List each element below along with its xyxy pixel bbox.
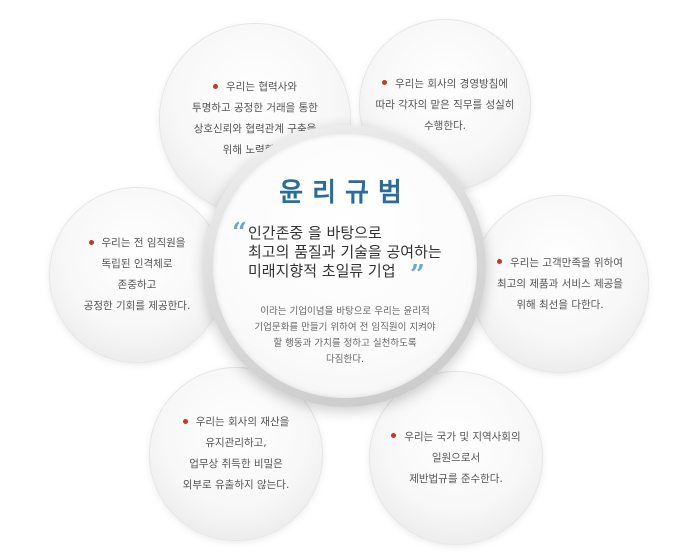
principle-circle-society: 우리는 국가 및 지역사회의 일원으로서 제반법규를 준수한다.	[370, 372, 542, 544]
principle-line: 우리는 회사의 경영방침에	[395, 77, 508, 90]
principle-line: 일원으로서	[431, 451, 481, 464]
principle-line: 우리는 회사의 재산을	[195, 416, 290, 428]
principle-circle-employees: 우리는 전 임직원을 독립된 인격체로 존중하고 공정한 기회를 제공한다.	[50, 188, 224, 362]
description-line: 기업문화를 만들기 위하여 전 임직원이 지켜야	[254, 322, 436, 333]
principle-circle-duty: 우리는 회사의 경영방침에 따라 각자의 맡은 직무를 성실히 수행한다.	[360, 20, 530, 190]
principle-line: 존중하고	[117, 279, 157, 291]
description-line: 이라는 기업이념을 바탕으로 우리는 윤리적	[260, 306, 430, 317]
principle-line: 업무상 취득한 비밀은	[189, 458, 283, 470]
motto-line: 인간존중 을 바탕으로	[248, 224, 382, 242]
bullet-icon	[497, 259, 503, 264]
open-quote-icon: “	[232, 218, 247, 248]
principle-line: 위해 최선을 다한다.	[516, 298, 604, 311]
description-line: 다짐한다.	[326, 354, 364, 365]
principle-line: 우리는 전 임직원을	[101, 237, 186, 249]
motto-line: 최고의 품질과 기술을 공여하는	[248, 243, 442, 261]
principle-text: 우리는 회사의 경영방침에 따라 각자의 맡은 직무를 성실히 수행한다.	[376, 74, 515, 137]
principle-line: 투명하고 공정한 거래을 통한	[192, 102, 318, 114]
principle-line: 독립된 인격체로	[101, 258, 173, 270]
principle-line: 수행한다.	[424, 119, 466, 132]
center-title: 윤리규범	[279, 178, 411, 208]
bullet-icon	[382, 80, 388, 85]
principle-line: 따라 각자의 맡은 직무를 성실히	[375, 98, 515, 111]
bullet-icon	[88, 239, 94, 245]
principle-line: 우리는 국가 및 지역사회의	[404, 430, 521, 443]
center-circle	[213, 134, 477, 398]
principle-line: 상호신뢰와 협력관계 구축을	[193, 123, 317, 135]
motto-line: 미래지향적 초일류 기업	[248, 262, 396, 280]
close-quote-icon: ”	[410, 260, 425, 290]
bullet-icon	[213, 83, 219, 89]
bullet-icon	[391, 433, 397, 438]
principle-line: 제반법규를 준수한다.	[409, 472, 503, 485]
principle-line: 외부로 유출하지 않는다.	[182, 479, 290, 491]
principle-line: 최고의 제품과 서비스 제공을	[497, 277, 623, 290]
center-motto: 인간존중 을 바탕으로 최고의 품질과 기술을 공여하는 미래지향적 초일류 기…	[248, 224, 478, 281]
description-line: 할 행동과 가치를 정하고 실천하도록	[273, 338, 417, 349]
center-description: 이라는 기업이념을 바탕으로 우리는 윤리적 기업문화를 만들기 위하여 전 임…	[223, 304, 467, 368]
principle-text: 우리는 전 임직원을 독립된 인격체로 존중하고 공정한 기회를 제공한다.	[84, 233, 191, 317]
principle-line: 우리는 고객만족을 위하여	[510, 256, 623, 269]
principle-text: 우리는 국가 및 지역사회의 일원으로서 제반법규를 준수한다.	[391, 427, 521, 490]
principle-line: 공정한 기회를 제공한다.	[83, 300, 191, 312]
principle-text: 우리는 고객만족을 위하여 최고의 제품과 서비스 제공을 위해 최선을 다한다…	[497, 253, 623, 316]
bullet-icon	[182, 418, 188, 424]
principle-circle-customers: 우리는 고객만족을 위하여 최고의 제품과 서비스 제공을 위해 최선을 다한다…	[472, 196, 648, 372]
principle-line: 우리는 협력사와	[226, 81, 297, 93]
principle-text: 우리는 회사의 재산을 유지관리하고, 업무상 취득한 비밀은 외부로 유출하지…	[182, 412, 290, 496]
principle-line: 유지관리하고,	[205, 437, 267, 449]
